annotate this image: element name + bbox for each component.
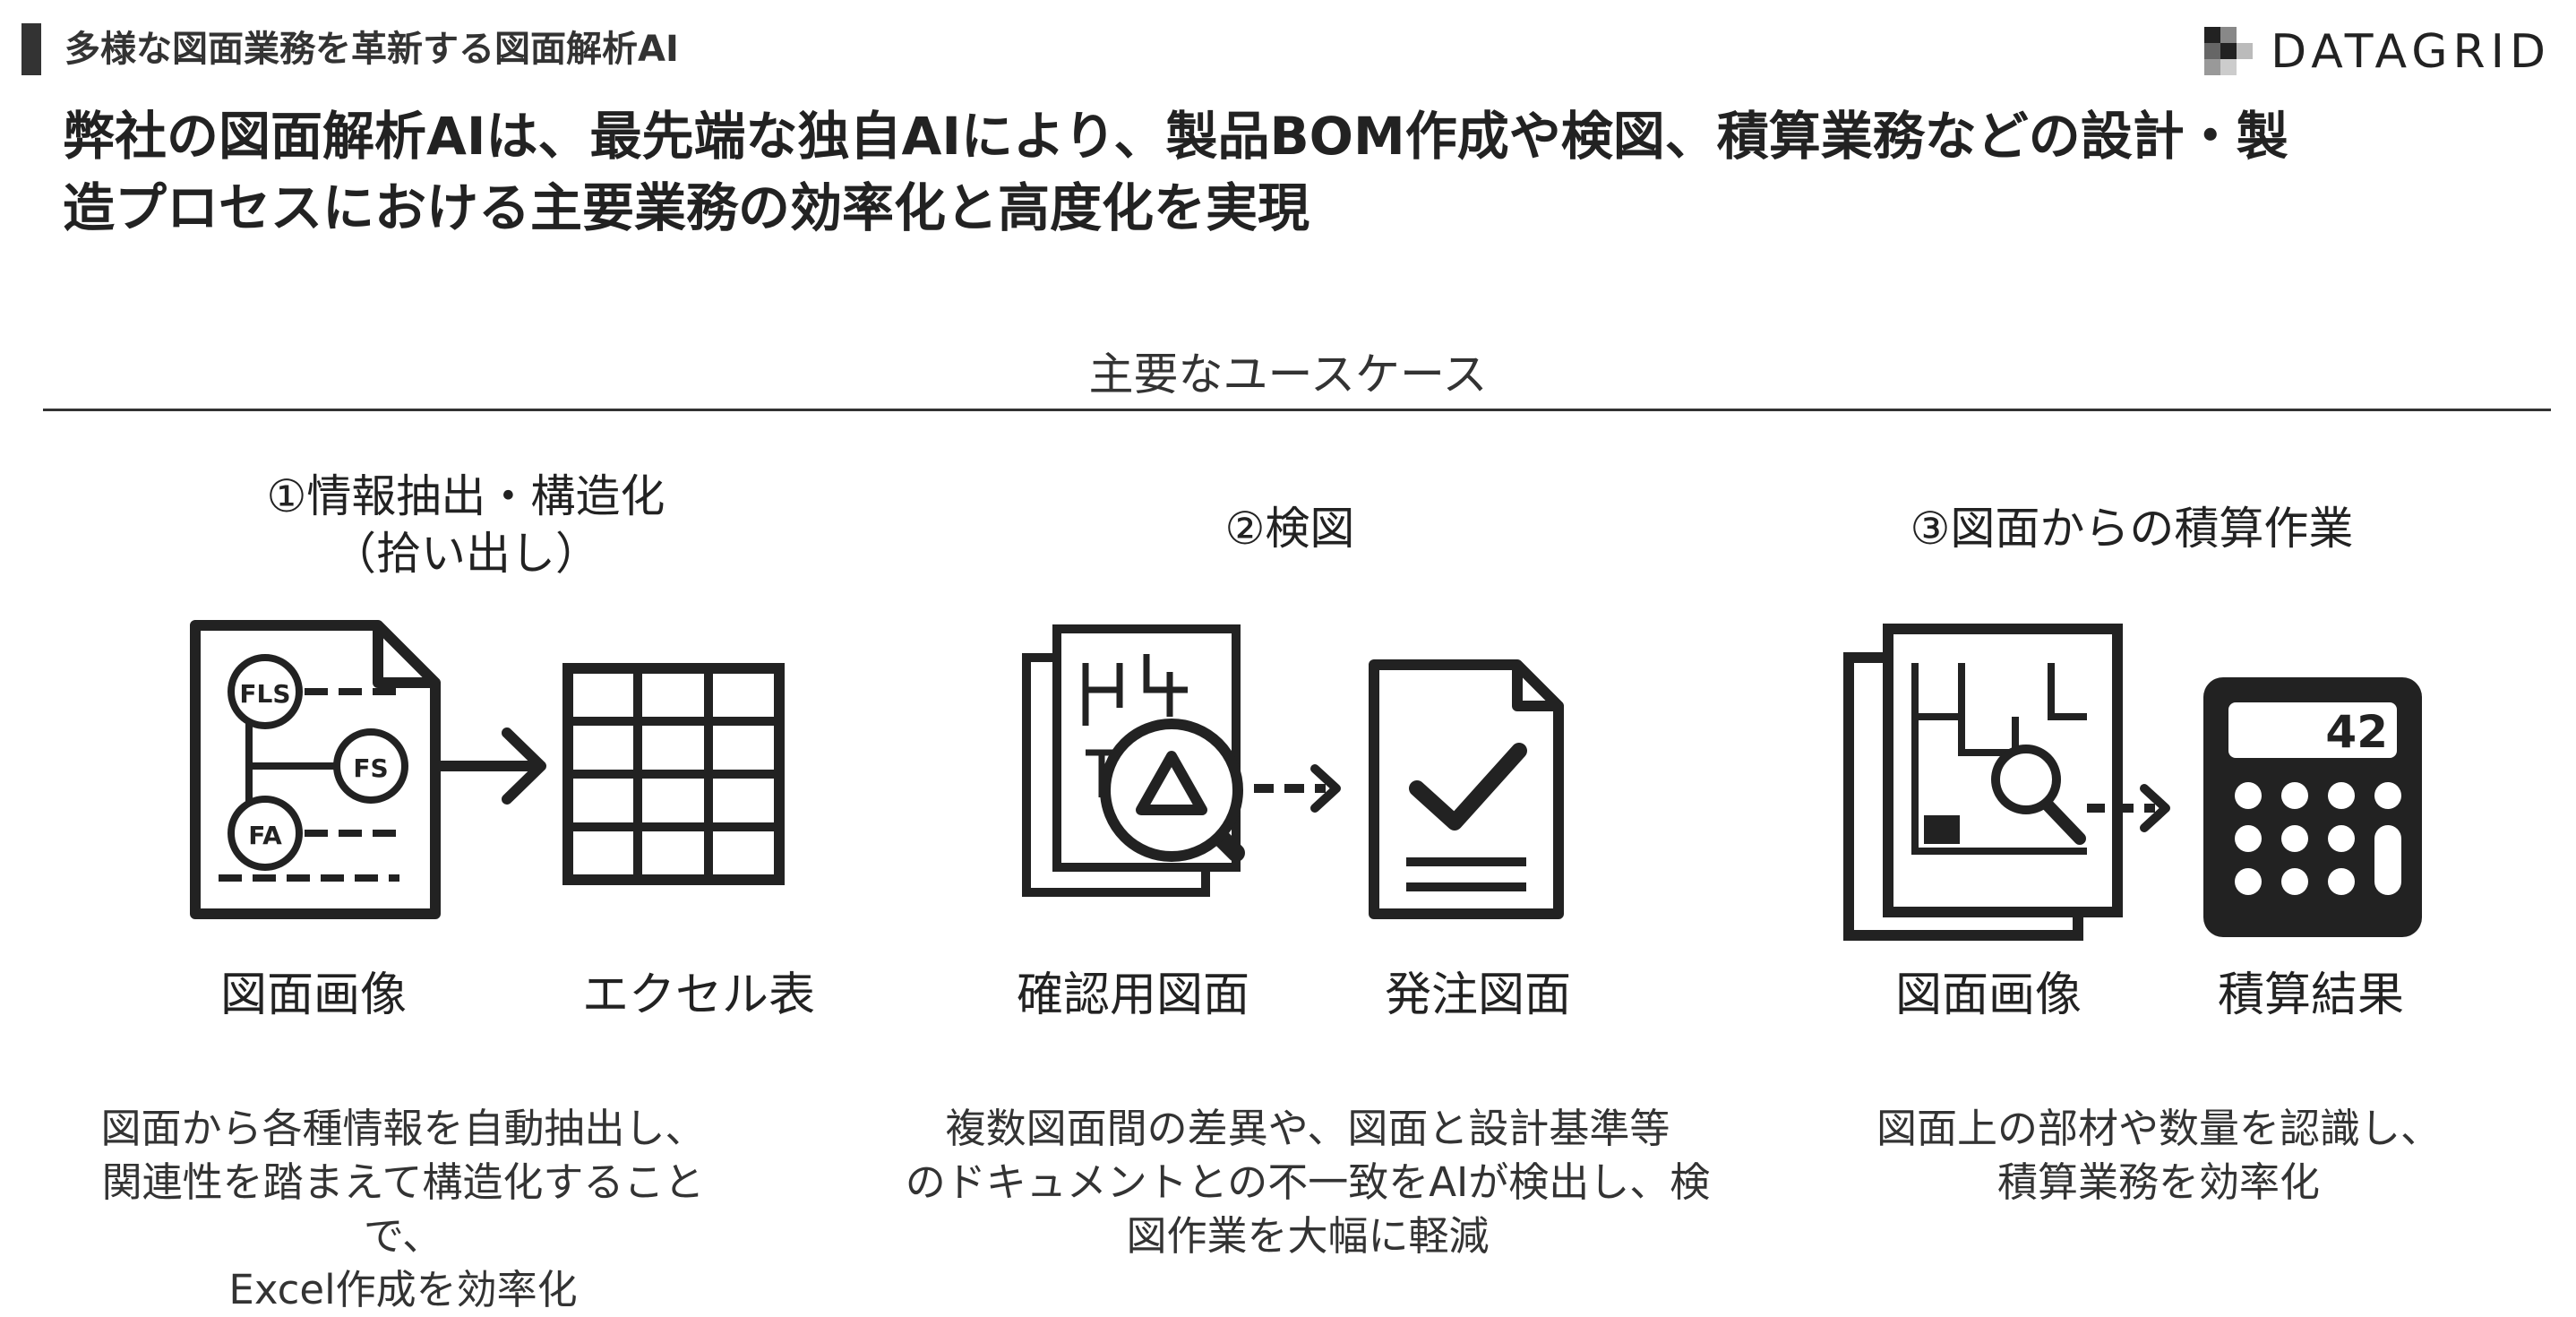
usecase-3-description: 図面上の部材や数量を認識し、 積算業務を効率化 [1782, 1102, 2535, 1209]
usecase-3-title: ③図面からの積算作業 [1910, 503, 2354, 555]
usecase-2-desc-line3: 図作業を大幅に軽減 [1126, 1212, 1490, 1260]
section-title: 主要なユースケース [1088, 349, 1488, 400]
headline-line-2: 造プロセスにおける主要業務の効率化と高度化を実現 [63, 177, 1310, 238]
dashed-arrow-icon [1254, 764, 1341, 813]
usecase-1-desc-line1: 図面から各種情報を自動抽出し、 [100, 1105, 706, 1152]
magnifier-icon [1991, 745, 2086, 845]
usecase-2-desc-line2: のドキュメントとの不一致をAIが検出し、検 [905, 1158, 1711, 1206]
arrow-right-icon [439, 727, 546, 805]
company-logo: DATAGRID [2204, 25, 2551, 79]
usecase-1-title: ①情報抽出・構造化 （拾い出し） [179, 468, 752, 582]
dashed-arrow-icon [2087, 784, 2170, 832]
usecase-2-description: 複数図面間の差異や、図面と設計基準等 のドキュメントとの不一致をAIが検出し、検… [905, 1102, 1711, 1263]
drawing-document-icon: FLS FS FA [190, 620, 441, 919]
logo-mark-icon [2204, 27, 2254, 75]
usecase-2-output-label: 発注図面 [1384, 968, 1571, 1022]
usecase-1-title-line2: （拾い出し） [331, 528, 600, 580]
section-divider [43, 409, 2551, 411]
usecase-1-desc-line2: 関連性を踏まえて構造化することで、 [101, 1158, 705, 1260]
usecase-1-description: 図面から各種情報を自動抽出し、 関連性を踏まえて構造化することで、 Excel作… [90, 1102, 717, 1317]
slide-category-title: 多様な図面業務を革新する図面解析AI [64, 29, 679, 70]
usecase-1-output-label: エクセル表 [581, 968, 815, 1022]
usecase-2-illustration [1022, 624, 1564, 919]
usecase-3-illustration: 42 [1843, 624, 2422, 941]
calculator-display-value: 42 [2325, 706, 2388, 758]
usecase-2-input-label: 確認用図面 [1016, 968, 1249, 1022]
headline-line-1: 弊社の図面解析AIは、最先端な独自AIにより、製品BOM作成や検図、積算業務など… [63, 106, 2288, 167]
headline: 弊社の図面解析AIは、最先端な独自AIにより、製品BOM作成や検図、積算業務など… [63, 100, 2535, 244]
usecase-1-illustration: FLS FS FA [190, 620, 785, 919]
usecase-2-title: ②検図 [1224, 503, 1355, 555]
node-label-fs: FS [353, 753, 388, 783]
header-accent-bar [21, 23, 41, 75]
usecase-1-title-line1: ①情報抽出・構造化 [266, 470, 665, 522]
usecase-3-output-label: 積算結果 [2217, 968, 2404, 1022]
usecase-1-input-label: 図面画像 [219, 968, 407, 1022]
usecase-1-desc-line3: Excel作成を効率化 [228, 1266, 578, 1313]
usecase-2-desc-line1: 複数図面間の差異や、図面と設計基準等 [945, 1105, 1670, 1152]
node-label-fls: FLS [239, 679, 290, 709]
logo-text: DATAGRID [2271, 25, 2551, 79]
node-label-fa: FA [248, 821, 282, 850]
usecase-3-desc-line2: 積算業務を効率化 [1996, 1158, 2320, 1206]
usecase-3-input-label: 図面画像 [1894, 968, 2082, 1022]
spreadsheet-table-icon [562, 663, 785, 885]
usecase-3-desc-line1: 図面上の部材や数量を認識し、 [1876, 1105, 2441, 1152]
magnifier-warning-icon [1100, 719, 1245, 862]
calculator-icon: 42 [2203, 677, 2422, 937]
floorplan-stack-icon [1843, 624, 2123, 941]
approved-document-icon [1369, 659, 1564, 919]
